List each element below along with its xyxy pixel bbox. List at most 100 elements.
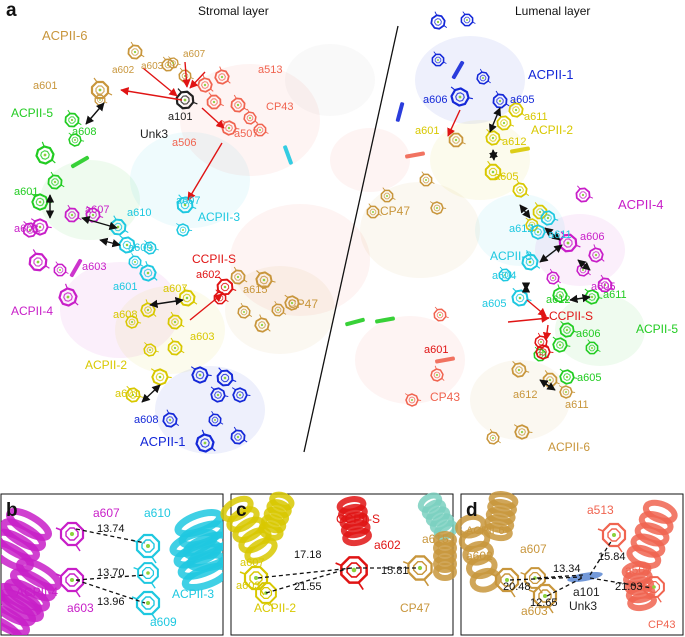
transfer-arrow	[507, 314, 550, 323]
chlorophyll-ring	[167, 56, 181, 69]
chlorophyll-ring	[521, 250, 541, 271]
stromal-label: a607	[183, 49, 206, 60]
stromal-layer-header: Stromal layer	[198, 4, 269, 18]
stromal-label: a601	[14, 186, 38, 198]
panel-b-letter: b	[6, 500, 18, 521]
stromal-label: a608	[134, 414, 158, 426]
transfer-arrow	[141, 384, 161, 403]
transfer-arrow	[569, 293, 591, 304]
protein-helix	[433, 531, 457, 581]
lumenal-label: ACPII-1	[528, 67, 574, 82]
chlorophyll-ring	[143, 240, 159, 255]
panel-c-label: CCPII-S	[336, 512, 380, 526]
chlorophyll-ring	[35, 141, 56, 165]
chlorophyll-ring	[237, 302, 253, 319]
panel-b-label: a607	[93, 506, 120, 520]
protein-cloud	[330, 128, 410, 192]
chlorophyll-ring	[540, 209, 559, 226]
chlorophyll-ring	[546, 268, 561, 285]
stromal-label: a608	[72, 126, 96, 138]
chlorophyll-ring	[431, 51, 447, 67]
lumenal-label: a605	[494, 171, 518, 183]
chlorophyll-ring	[283, 145, 293, 165]
lumenal-label: CP47	[380, 204, 410, 218]
stromal-label: a603	[190, 331, 214, 343]
transfer-arrow	[489, 107, 501, 133]
panel-d-label: ACPII-6	[466, 525, 505, 537]
chlorophyll-ring	[230, 94, 248, 113]
lumenal-label: a611	[603, 289, 627, 301]
lumenal-label: a611	[524, 111, 548, 123]
transfer-arrow	[489, 149, 498, 161]
chlorophyll-ring	[214, 66, 231, 85]
chlorophyll-ring	[216, 367, 237, 387]
chlorophyll-ring	[345, 317, 365, 327]
stromal-label: a602	[196, 269, 220, 281]
stromal-label: a609	[128, 242, 152, 254]
transfer-arrow	[142, 67, 178, 97]
lumenal-label: a606	[423, 94, 447, 106]
chlorophyll-ring	[22, 221, 41, 238]
chlorophyll-ring	[176, 223, 193, 237]
chlorophyll-ring	[520, 567, 546, 594]
distance-value: 13.34	[553, 563, 581, 575]
protein-cloud	[360, 182, 480, 278]
panel-d-letter: d	[466, 500, 478, 521]
transfer-arrow	[539, 379, 556, 391]
distance-value: 12.65	[530, 597, 558, 609]
panel-c-label: a602	[374, 538, 401, 552]
chlorophyll-ring	[70, 155, 90, 169]
chlorophyll-ring	[150, 368, 172, 386]
chlorophyll-ring	[127, 41, 145, 60]
chlorophyll-ring	[47, 171, 65, 190]
panel-c-label: a607	[240, 557, 264, 569]
panel-d-label: a607	[520, 542, 547, 556]
chlorophyll-ring	[597, 522, 627, 553]
chlorophyll-ring	[125, 385, 144, 403]
distance-value: 13.70	[97, 567, 125, 579]
lumenal-label: a605	[482, 298, 506, 310]
transfer-arrow	[99, 237, 121, 248]
chlorophyll-ring	[486, 428, 501, 445]
chlorophyll-ring	[575, 185, 594, 203]
lumenal-label: CP43	[430, 390, 460, 404]
distance-line	[265, 567, 351, 594]
chlorophyll-ring	[451, 60, 465, 80]
chlorophyll-ring	[162, 409, 180, 428]
lumenal-label: a605	[591, 281, 615, 293]
chlorophyll-ring	[597, 274, 615, 293]
transfer-arrow	[149, 296, 184, 309]
stromal-label: CP43	[266, 101, 294, 113]
distance-value: 17.18	[294, 549, 322, 561]
stromal-label: ACPII-3	[198, 210, 240, 224]
stromal-label: a601	[33, 80, 57, 92]
chlorophyll-ring	[131, 590, 161, 621]
chlorophyll-ring	[64, 109, 82, 128]
lumenal-label: a601	[415, 125, 439, 137]
transfer-arrow	[85, 102, 105, 125]
chlorophyll-ring	[125, 314, 142, 329]
distance-value: 21.03	[615, 581, 643, 593]
stromal-label: a507	[234, 128, 258, 140]
protein-cloud	[415, 36, 525, 124]
protein-helix	[621, 561, 657, 612]
chlorophyll-ring	[178, 67, 194, 83]
stromal-label: a603	[82, 261, 106, 273]
chlorophyll-ring	[559, 321, 578, 338]
chlorophyll-ring	[175, 88, 198, 110]
panel-b-label: a610	[144, 506, 171, 520]
layer-divider	[303, 25, 399, 453]
protein-cloud	[155, 366, 265, 454]
lumenal-label: a606	[580, 231, 604, 243]
stromal-label: ACPII-4	[11, 304, 53, 318]
transfer-arrow	[539, 244, 563, 263]
panel-d-label: Unk3	[569, 599, 597, 613]
chlorophyll-ring	[90, 77, 113, 100]
transfer-arrow	[201, 107, 225, 129]
chlorophyll-ring	[208, 411, 224, 427]
lumenal-label: a605	[510, 94, 534, 106]
chlorophyll-ring	[143, 342, 159, 357]
stromal-label: ACPII-5	[11, 106, 53, 120]
panel-d-label: a101	[573, 585, 600, 599]
